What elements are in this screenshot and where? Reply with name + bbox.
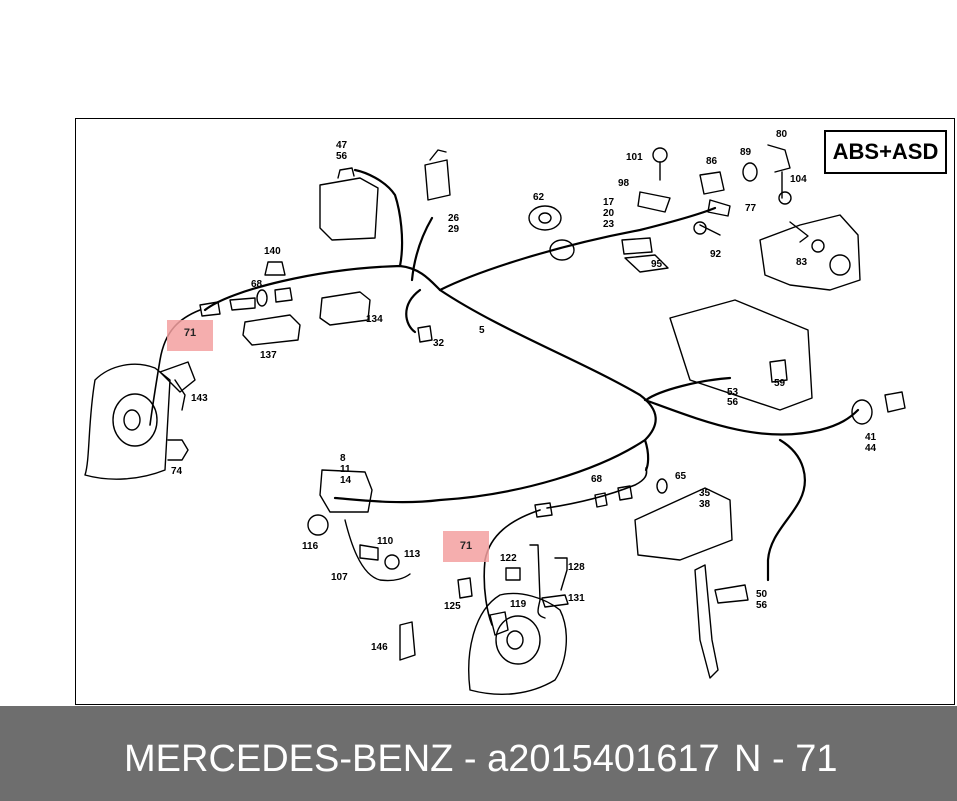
- callout-label: 56: [756, 600, 768, 611]
- callout-label: 38: [699, 499, 711, 510]
- callout-label: 104: [790, 174, 807, 185]
- callout-label: 20: [603, 208, 615, 219]
- callout-label: 134: [366, 314, 383, 325]
- part-number-title: MERCEDES-BENZ - a2015401617: [124, 738, 720, 780]
- callout-label: 74: [171, 466, 183, 477]
- callout-label: 56: [727, 397, 739, 408]
- left-brake-disc: [84, 361, 196, 480]
- callout-label: 140: [264, 246, 281, 257]
- callout-label: 59: [774, 378, 786, 389]
- callout-label: 110: [377, 536, 394, 547]
- callout-label: 56: [336, 151, 348, 162]
- callout-label: 122: [500, 553, 517, 564]
- callout-label: 92: [710, 249, 722, 260]
- callout-label: 35: [699, 488, 711, 499]
- footer-bar: MERCEDES-BENZ - a2015401617 N - 71: [0, 706, 957, 801]
- main-harness: [203, 168, 860, 582]
- wiring-diagram: 47 56 26 29 62 17 20 23 95 101 98 86 89 …: [84, 129, 906, 695]
- callout-label: 68: [251, 279, 263, 290]
- abs-asd-badge: ABS+ASD: [824, 130, 947, 174]
- callout-label: 86: [706, 156, 718, 167]
- callout-label: 23: [603, 219, 615, 230]
- callout-label: 128: [568, 562, 585, 573]
- callout-label: 83: [796, 257, 808, 268]
- parts: [167, 144, 906, 679]
- callout-label: 32: [433, 338, 445, 349]
- callout-label: 131: [568, 593, 585, 604]
- callout-label: 95: [651, 259, 663, 270]
- highlight-callout-71: 71: [167, 320, 213, 351]
- right-brake-disc: [468, 592, 568, 695]
- callout-label: 29: [448, 224, 460, 235]
- callout-label: 68: [591, 474, 603, 485]
- callout-label: 116: [302, 541, 319, 552]
- callout-label: 5: [479, 325, 485, 336]
- callout-reference: N - 71: [734, 738, 838, 780]
- callout-label: 125: [444, 601, 461, 612]
- callout-label: 101: [626, 152, 643, 163]
- callout-label: 62: [533, 192, 545, 203]
- callout-label: 143: [191, 393, 208, 404]
- callout-label: 41: [865, 432, 877, 443]
- highlight-callout-71: 71: [443, 531, 489, 562]
- callout-label: 11: [340, 464, 351, 475]
- left-wheel-wire: [149, 309, 201, 426]
- callout-label: 137: [260, 350, 277, 361]
- callout-label: 8: [340, 453, 346, 464]
- callout-label: 113: [404, 549, 421, 560]
- callout-label: 80: [776, 129, 788, 140]
- callout-label: 17: [603, 197, 615, 208]
- callout-label: 77: [745, 203, 757, 214]
- callout-label: 14: [340, 475, 352, 486]
- callout-label: 146: [371, 642, 388, 653]
- callout-label: 26: [448, 213, 460, 224]
- callout-label: 47: [336, 140, 348, 151]
- callout-label: 50: [756, 589, 768, 600]
- callout-label: 98: [618, 178, 630, 189]
- callout-labels: 47 56 26 29 62 17 20 23 95 101 98 86 89 …: [171, 129, 877, 653]
- callout-label: 53: [727, 387, 739, 398]
- callout-label: 65: [675, 471, 687, 482]
- callout-label: 107: [331, 572, 348, 583]
- callout-label: 119: [510, 599, 527, 610]
- callout-label: 89: [740, 147, 752, 158]
- callout-label: 44: [865, 443, 877, 454]
- diagram-frame: [75, 118, 955, 705]
